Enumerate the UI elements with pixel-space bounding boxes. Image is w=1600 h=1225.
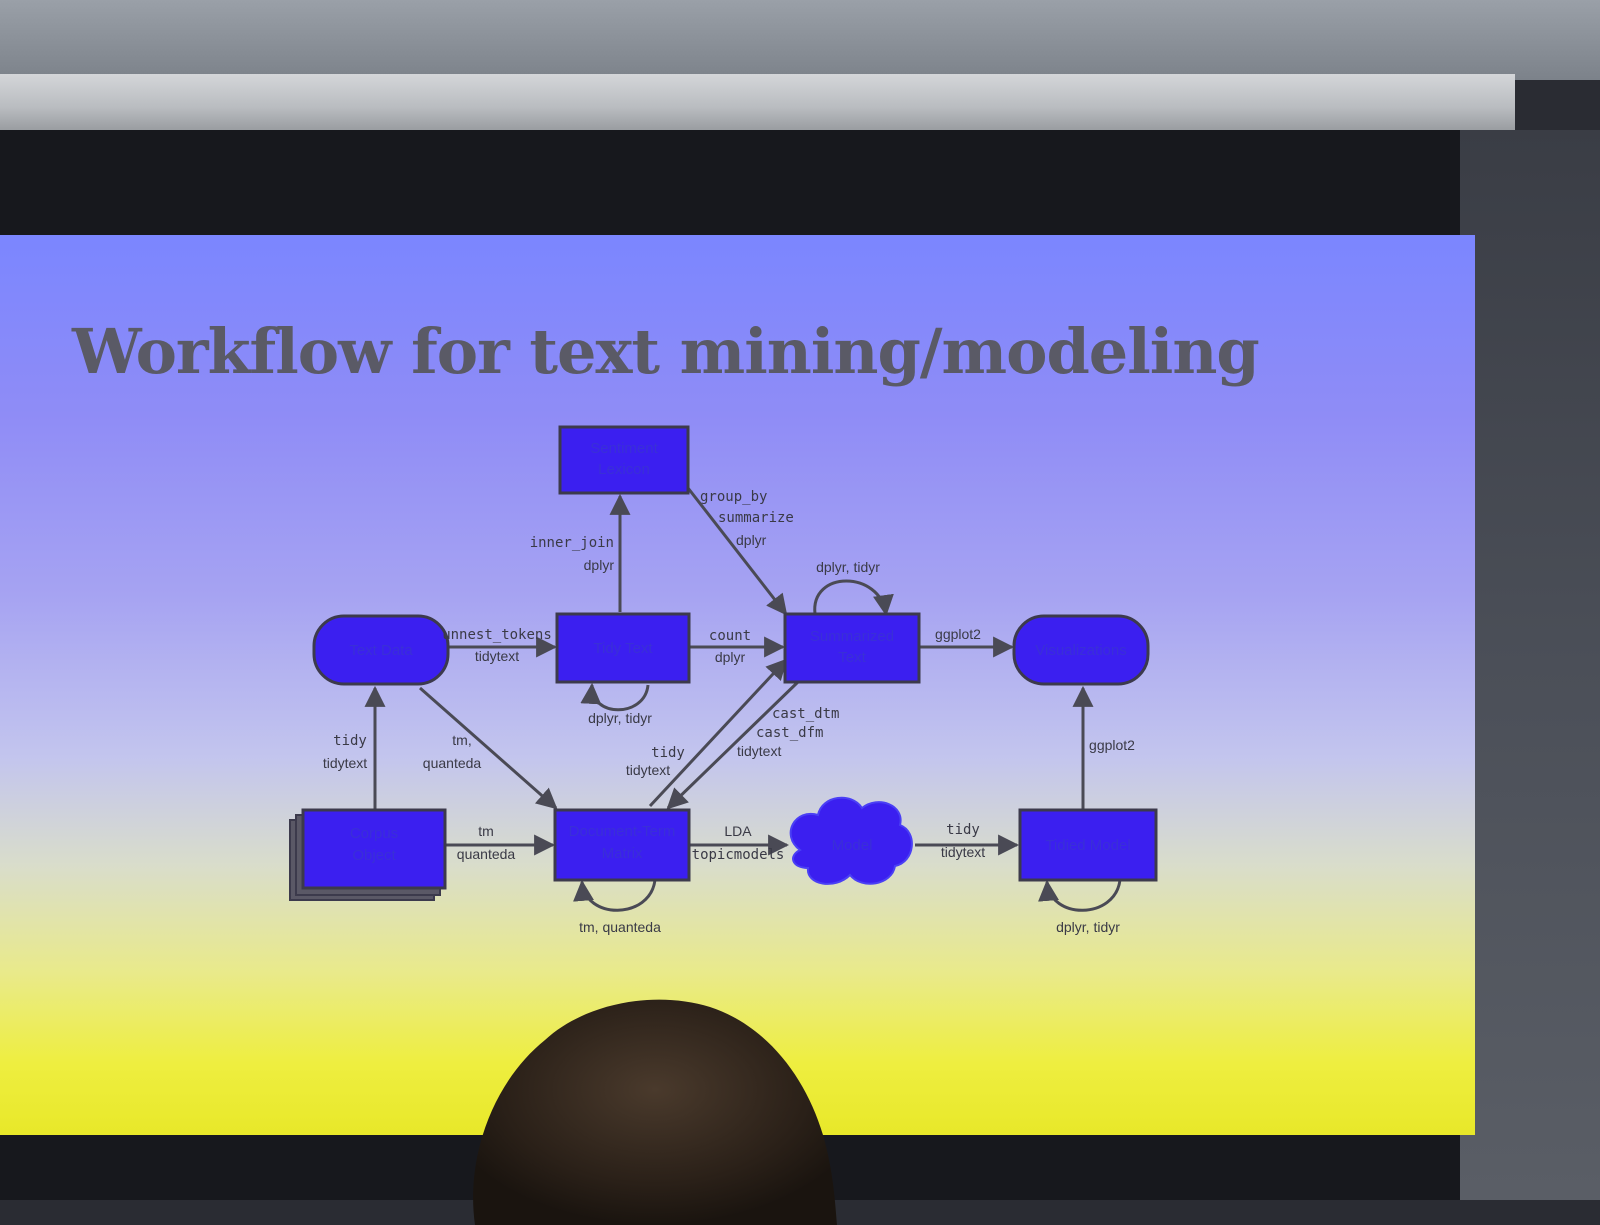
audience-head-silhouette: [473, 999, 837, 1225]
node-visualizations: Visualizations: [1012, 614, 1150, 686]
label-inner-join-code: inner_join: [530, 535, 614, 551]
node-model: Model: [789, 796, 913, 885]
node-visualizations-label: Visualizations: [1035, 642, 1126, 659]
edge-labels: unnest_tokens tidytext inner_join dplyr …: [323, 489, 1135, 935]
node-tidy-text-label: Tidy Text: [593, 640, 653, 657]
slide-title: Workflow for text mining/modeling: [72, 315, 1260, 388]
node-model-label: Model: [832, 837, 873, 854]
label-unnest-tokens-pkg: tidytext: [475, 648, 519, 664]
edge-self-tidy: [580, 682, 650, 712]
label-tidy-left-pkg: tidytext: [323, 755, 367, 771]
node-text-data-label: Text Data: [349, 642, 413, 659]
node-summarized-text-line1: Summarized: [810, 628, 894, 645]
node-summarized-text-line2: Text: [838, 649, 866, 666]
edge-dtm-to-summarized: [648, 658, 788, 808]
label-group-by-pkg: dplyr: [736, 532, 767, 548]
label-tm-bottom: tm: [478, 823, 494, 839]
edge-summarized-to-dtm: [666, 678, 802, 810]
node-text-data: Text Data: [312, 614, 450, 686]
node-sentiment-lexicon: Sentiment Lexicon: [558, 425, 690, 495]
label-tidy-mid-pkg: tidytext: [626, 762, 670, 778]
label-tm-diag: tm,: [452, 732, 471, 748]
edge-self-dtm: [573, 879, 657, 912]
label-ggplot2-top: ggplot2: [935, 626, 981, 642]
label-self-tidied: dplyr, tidyr: [1056, 919, 1120, 935]
node-dtm-line2: Matrix: [602, 845, 643, 862]
node-sentiment-lexicon-line2: Lexicon: [598, 461, 650, 478]
node-document-term-matrix: Document-Term Matrix: [553, 808, 691, 882]
label-quanteda-diag: quanteda: [423, 755, 482, 771]
label-tidy-mid-code: tidy: [651, 745, 685, 761]
label-unnest-tokens-code: unnest_tokens: [442, 627, 552, 643]
label-tidy-left-code: tidy: [333, 733, 367, 749]
node-tidy-text: Tidy Text: [555, 612, 691, 684]
label-lda: LDA: [724, 823, 752, 839]
label-cast-pkg: tidytext: [737, 743, 781, 759]
ceiling: [0, 0, 1600, 80]
label-quanteda-bottom: quanteda: [457, 846, 516, 862]
edge-textdata-to-dtm: [419, 686, 558, 810]
node-dtm-line1: Document-Term: [569, 823, 676, 840]
node-corpus-object-line2: Object: [352, 847, 396, 864]
node-tidied-model: Tidied Model: [1018, 808, 1158, 882]
edges: [364, 487, 1122, 912]
label-self-dtm: tm, quanteda: [579, 919, 661, 935]
workflow-diagram: Sentiment Lexicon Text Data Tidy Text Su…: [289, 425, 1158, 935]
node-corpus-object-line1: Corpus: [350, 825, 398, 842]
label-group-by-code: group_by: [700, 489, 767, 505]
label-self-summarized: dplyr, tidyr: [816, 559, 880, 575]
node-summarized-text: Summarized Text: [783, 612, 921, 684]
label-inner-join-pkg: dplyr: [584, 557, 615, 573]
node-sentiment-lexicon-line1: Sentiment: [590, 440, 658, 457]
label-cast-dtm: cast_dtm: [772, 706, 839, 722]
edge-self-tidied: [1038, 879, 1122, 912]
label-cast-dfm: cast_dfm: [756, 725, 823, 741]
edge-lexicon-to-summarized: [686, 487, 788, 616]
label-topicmodels: topicmodels: [692, 847, 785, 863]
label-tidy-bottom-pkg: tidytext: [941, 844, 985, 860]
label-summarize-code: summarize: [718, 510, 794, 526]
node-tidied-model-label: Tidied Model: [1045, 837, 1130, 854]
label-self-tidy: dplyr, tidyr: [588, 710, 652, 726]
wall-right: [1460, 130, 1600, 1200]
label-ggplot2-right: ggplot2: [1089, 737, 1135, 753]
label-count-pkg: dplyr: [715, 649, 746, 665]
label-tidy-bottom-code: tidy: [946, 822, 980, 838]
edge-self-summarized: [813, 579, 894, 617]
node-corpus-object: Corpus Object: [289, 808, 447, 901]
label-count-code: count: [709, 628, 751, 644]
presentation-slide: Workflow for text mining/modeling: [0, 235, 1475, 1135]
